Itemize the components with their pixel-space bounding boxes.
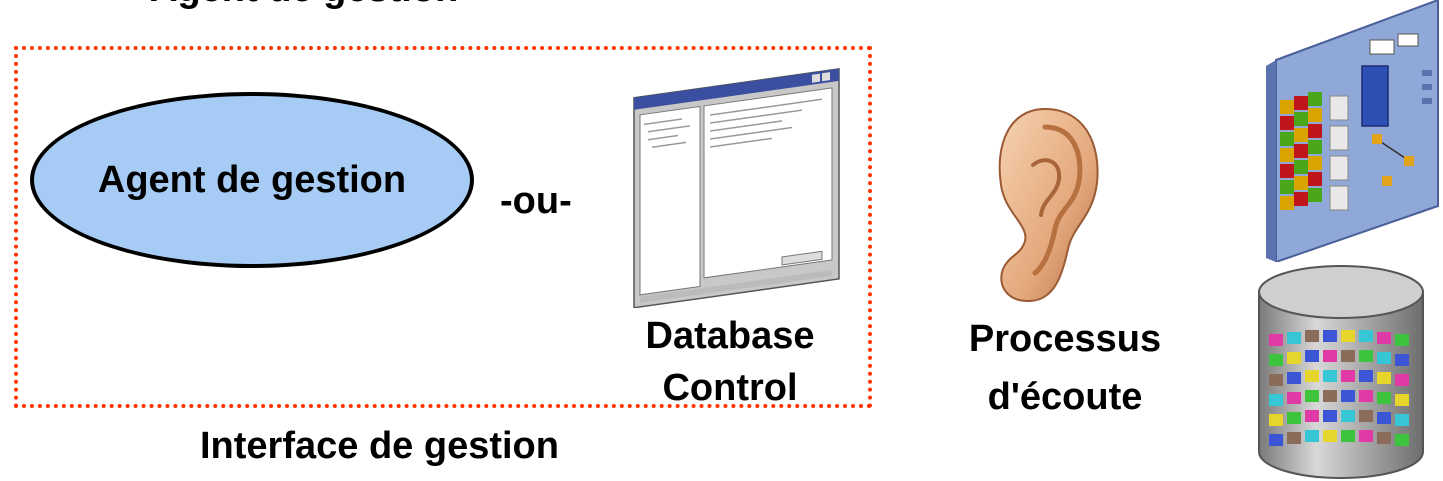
listener-line2: d'écoute — [987, 376, 1143, 418]
listener-label: Processus d'écoute — [930, 310, 1200, 426]
database-control-label: Database Control — [600, 310, 860, 414]
database-icon — [1258, 265, 1424, 479]
management-interface-box — [14, 46, 872, 408]
management-interface-label: Interface de gestion — [200, 425, 559, 467]
management-agent-ellipse: Agent de gestion — [30, 92, 474, 268]
ear-icon — [998, 107, 1099, 303]
instance-icon — [1266, 0, 1439, 262]
agent-label: Agent de gestion — [97, 158, 407, 201]
window-screenshot-icon — [633, 68, 840, 308]
or-label: -ou- — [500, 180, 572, 222]
database-control-line1: Database — [645, 315, 815, 357]
cut-off-heading: Agent de gestion — [150, 0, 458, 11]
listener-line1: Processus — [968, 318, 1162, 360]
database-control-line2: Control — [662, 367, 798, 409]
